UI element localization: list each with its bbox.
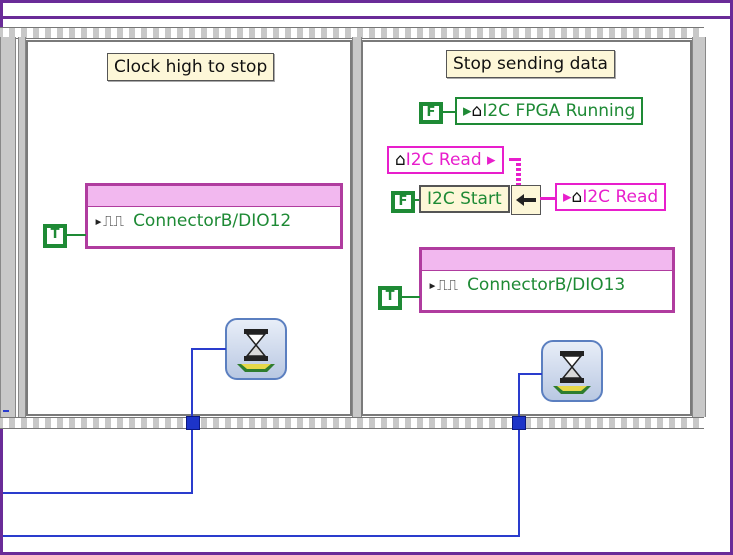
- fpga-running-local-variable[interactable]: ▸⌂I2C FPGA Running: [455, 97, 644, 125]
- refnum-wire: [518, 373, 542, 375]
- io-channel-label: ConnectorB/DIO12: [133, 211, 292, 231]
- local-var-arrow-icon: ▸: [463, 101, 472, 121]
- house-icon: ⌂: [571, 187, 583, 207]
- io-node-dio12[interactable]: ▸⎍⎍ ConnectorB/DIO12: [85, 183, 343, 249]
- sequence-tunnel[interactable]: [512, 416, 526, 430]
- io-node-header: [88, 186, 340, 207]
- sequence-film-bottom: [0, 417, 704, 429]
- true-constant[interactable]: T: [378, 286, 402, 310]
- refnum-wire: [518, 373, 520, 536]
- cluster-wire: [540, 197, 556, 200]
- frame-label-clock-high: Clock high to stop: [107, 53, 275, 81]
- io-channel-label: ConnectorB/DIO13: [467, 275, 626, 295]
- refnum-wire: [191, 348, 226, 350]
- fpga-running-label: I2C FPGA Running: [482, 101, 636, 121]
- true-constant[interactable]: T: [43, 224, 67, 248]
- wait-node-left[interactable]: [225, 318, 287, 380]
- local-var-arrow-icon: ▸: [563, 187, 572, 207]
- frame-separator: [0, 37, 16, 417]
- frame-separator: [18, 37, 26, 417]
- refnum-wire: [3, 410, 9, 412]
- waveform-icon: ▸⎍⎍: [94, 212, 134, 230]
- i2c-read-local-variable-in[interactable]: ⌂I2C Read ▸: [387, 146, 504, 174]
- frame-label-stop-sending: Stop sending data: [446, 50, 615, 78]
- hourglass-icon: [237, 329, 275, 372]
- frame-separator: [692, 37, 706, 417]
- boolean-wire: [441, 111, 455, 113]
- io-node-header: [422, 250, 672, 271]
- boolean-wire: [399, 296, 420, 298]
- io-node-dio13[interactable]: ▸⎍⎍ ConnectorB/DIO13: [419, 247, 675, 313]
- hourglass-icon: [553, 351, 591, 394]
- refnum-wire: [3, 535, 520, 537]
- bundle-by-name-node[interactable]: [511, 185, 541, 215]
- refnum-wire: [3, 492, 193, 494]
- top-border-line: [0, 16, 733, 19]
- local-var-arrow-icon: ▸: [481, 150, 496, 170]
- cluster-wire: [516, 158, 521, 186]
- boolean-wire: [413, 199, 421, 201]
- bundle-icon: [516, 194, 536, 206]
- i2c-read-in-label: I2C Read: [405, 150, 482, 170]
- io-node-row: ▸⎍⎍ ConnectorB/DIO12: [88, 207, 340, 232]
- i2c-start-bundle-element[interactable]: I2C Start: [419, 185, 510, 213]
- false-constant[interactable]: F: [391, 191, 415, 213]
- sequence-tunnel[interactable]: [186, 416, 200, 430]
- io-node-row: ▸⎍⎍ ConnectorB/DIO13: [422, 271, 672, 296]
- house-icon: ⌂: [471, 101, 483, 121]
- boolean-wire: [64, 234, 86, 236]
- house-icon: ⌂: [395, 150, 406, 170]
- waveform-icon: ▸⎍⎍: [428, 276, 468, 294]
- wait-node-right[interactable]: [541, 340, 603, 402]
- i2c-read-out-label: I2C Read: [582, 187, 659, 207]
- false-constant[interactable]: F: [419, 102, 443, 124]
- cluster-wire: [509, 158, 521, 161]
- i2c-read-local-variable-out[interactable]: ▸⌂I2C Read: [555, 183, 667, 211]
